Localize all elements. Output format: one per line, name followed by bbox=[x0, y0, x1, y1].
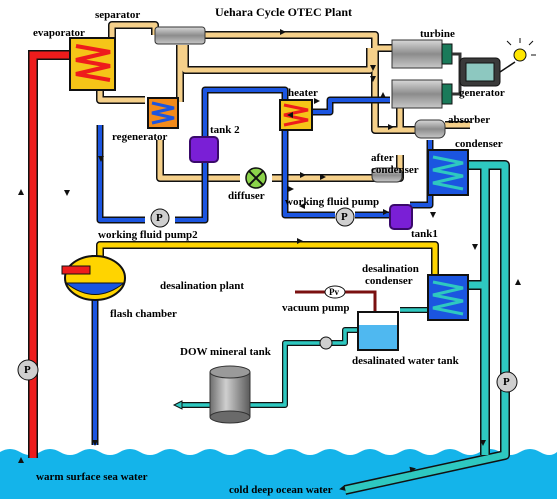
warm-water-pipe bbox=[28, 50, 80, 458]
dow-mineral-tank bbox=[209, 365, 251, 424]
vacuum-pump-symbol: Pv bbox=[329, 287, 339, 297]
label-regenerator: regenerator bbox=[112, 131, 168, 143]
page-title: Uehara Cycle OTEC Plant bbox=[215, 5, 352, 19]
desalinated-water-tank bbox=[357, 311, 399, 351]
label-working-fluid-pump2: working fluid pump2 bbox=[98, 229, 198, 241]
label-desalinated-water-tank: desalinated water tank bbox=[352, 355, 459, 367]
absorber bbox=[414, 119, 446, 139]
after-condenser bbox=[371, 167, 403, 183]
lightbulb-icon bbox=[506, 38, 536, 62]
pump-symbol: P bbox=[156, 212, 163, 224]
label-tank2: tank 2 bbox=[210, 124, 240, 136]
tank2 bbox=[189, 136, 219, 163]
evaporator bbox=[69, 37, 116, 91]
label-after-condenser-2: condenser bbox=[371, 164, 419, 176]
heater bbox=[279, 99, 313, 131]
label-vacuum-pump: vacuum pump bbox=[282, 302, 350, 314]
pump-symbol: P bbox=[24, 364, 31, 376]
label-flash-chamber: flash chamber bbox=[110, 308, 177, 320]
pump-symbol: P bbox=[341, 211, 348, 223]
separator bbox=[154, 26, 206, 45]
generator bbox=[459, 57, 516, 87]
label-working-fluid-pump: working fluid pump bbox=[285, 196, 380, 208]
label-generator: generator bbox=[459, 87, 505, 99]
label-dow-mineral-tank: DOW mineral tank bbox=[180, 346, 271, 358]
label-desal-condenser-2: condenser bbox=[365, 275, 413, 287]
label-after-condenser-1: after bbox=[371, 152, 394, 164]
label-separator: separator bbox=[95, 9, 141, 21]
label-warm-surface-sea-water: warm surface sea water bbox=[36, 471, 148, 483]
turbine bbox=[391, 39, 462, 109]
label-condenser: condenser bbox=[455, 138, 503, 150]
desalination-condenser bbox=[427, 274, 469, 321]
label-cold-deep-ocean-water: cold deep ocean water bbox=[229, 484, 333, 496]
vacuum-pump-icon bbox=[324, 285, 346, 299]
label-desal-condenser-1: desalination bbox=[362, 263, 419, 275]
label-heater: heater bbox=[288, 87, 318, 99]
regenerator bbox=[147, 97, 179, 129]
label-desalination-plant: desalination plant bbox=[160, 280, 245, 292]
pump-icon bbox=[17, 207, 518, 393]
label-diffuser: diffuser bbox=[228, 190, 265, 202]
diffuser bbox=[245, 167, 267, 189]
label-absorber: absorber bbox=[448, 114, 491, 126]
vacuum-line bbox=[295, 290, 377, 312]
flash-chamber bbox=[61, 255, 126, 301]
tank1 bbox=[389, 204, 413, 230]
label-turbine: turbine bbox=[420, 28, 455, 40]
condenser bbox=[427, 149, 469, 196]
flow-arrows bbox=[18, 29, 521, 491]
label-evaporator: evaporator bbox=[33, 27, 85, 39]
label-tank1: tank1 bbox=[411, 228, 438, 240]
sea-surface bbox=[0, 449, 557, 499]
pump-symbol: P bbox=[503, 376, 510, 388]
